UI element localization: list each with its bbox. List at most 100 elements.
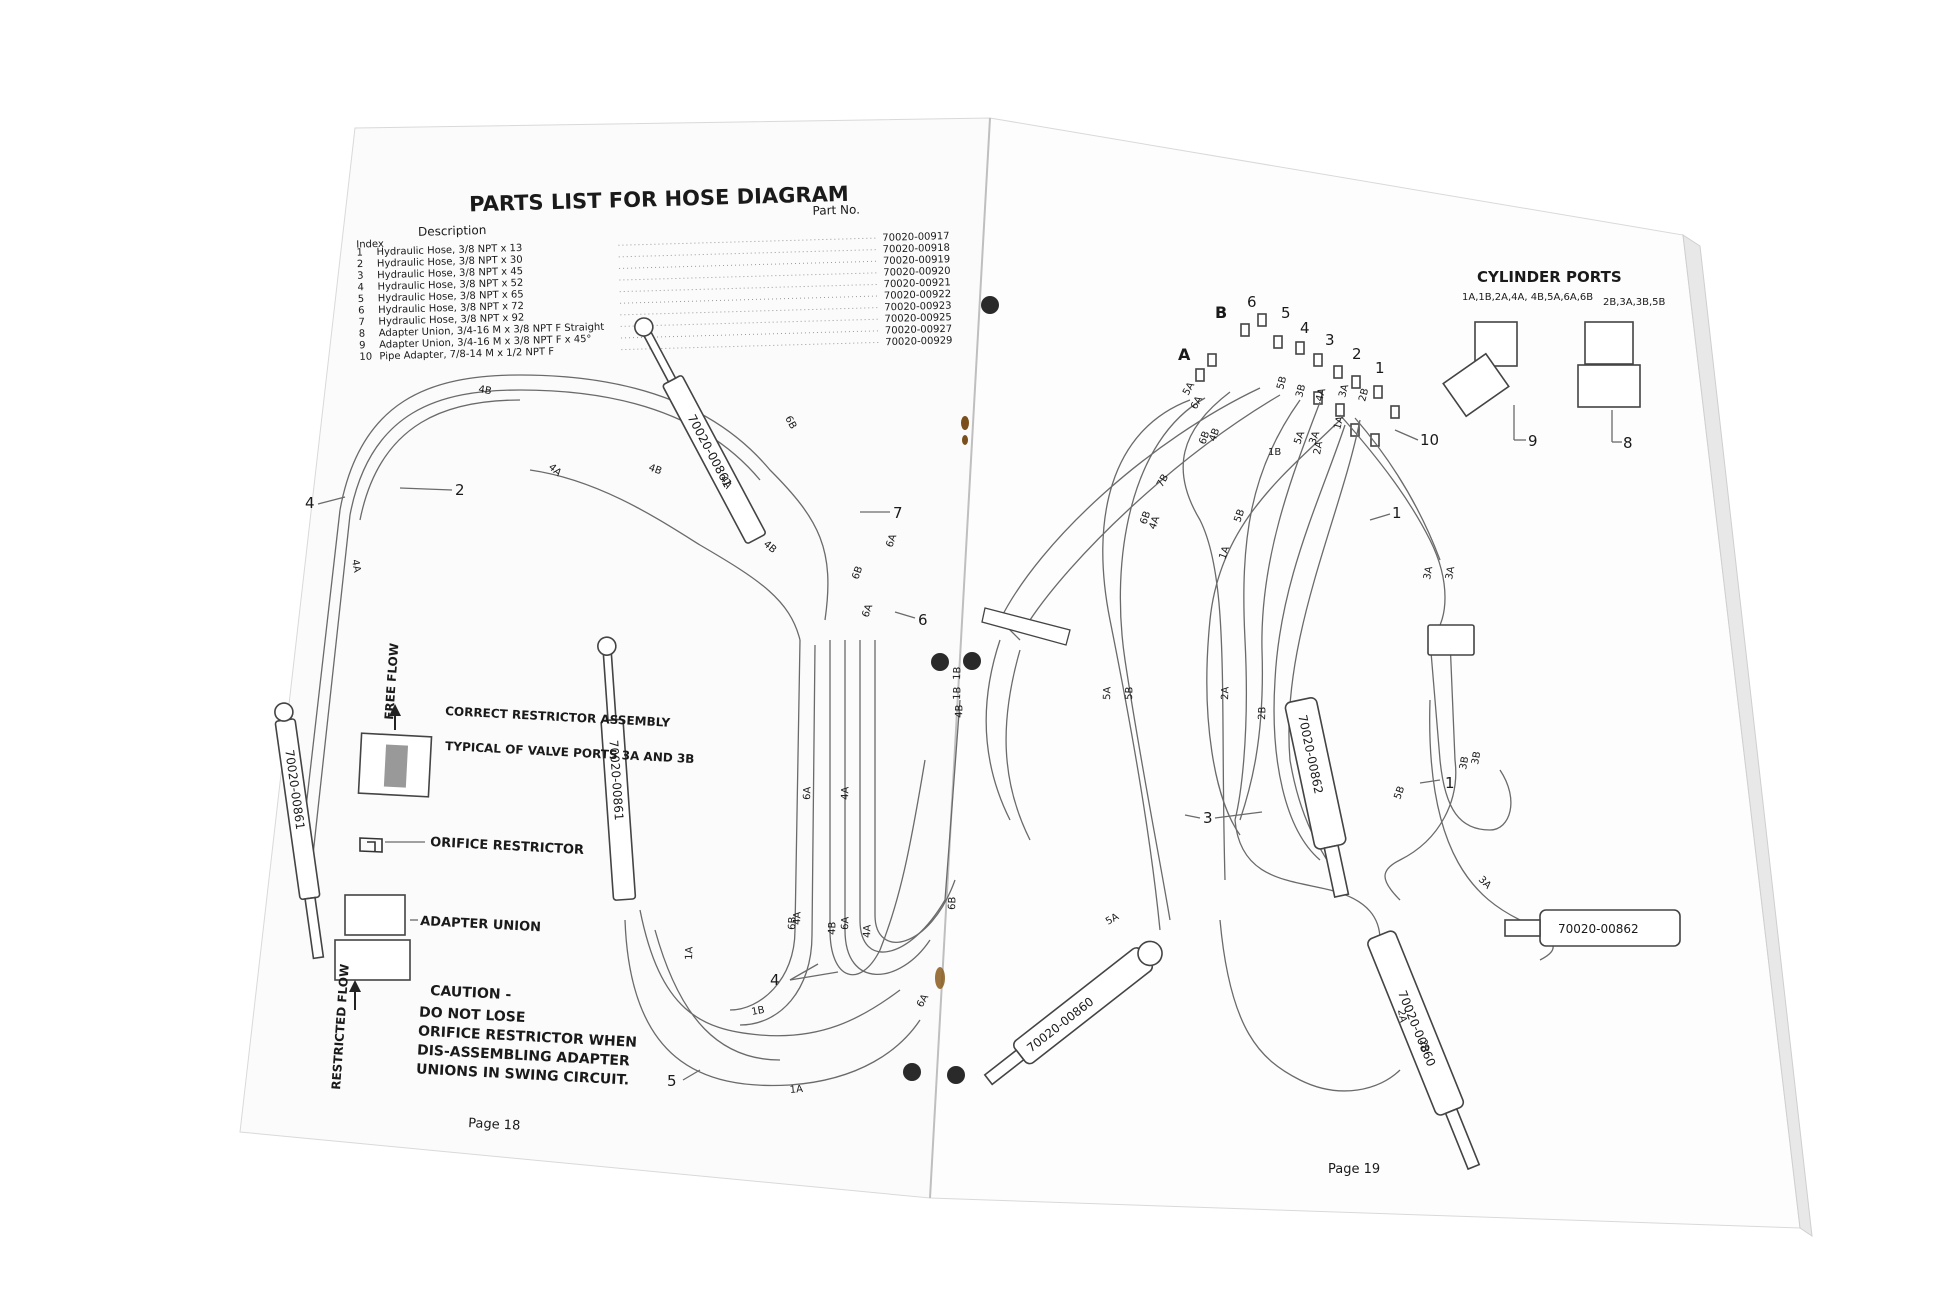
leader-dots <box>620 318 881 327</box>
page-number-left: Page 18 <box>468 1116 521 1134</box>
callout-3: 3 <box>1203 809 1213 827</box>
page-stain-icon <box>961 416 969 430</box>
hose-tag: 4A <box>1147 515 1162 531</box>
restrictor-core-icon <box>383 744 409 788</box>
parts-row-part-no: 70020-00917 <box>882 231 950 244</box>
hose-tag: 1A <box>1332 415 1346 431</box>
callout-2: 2 <box>455 481 465 499</box>
adapter-union-icon <box>344 894 406 936</box>
parts-row-index: 3 <box>357 271 364 282</box>
hose-tag: 4B <box>647 462 663 477</box>
hose-fitting-icon <box>1335 403 1345 417</box>
hose-tag: 3A <box>1422 565 1435 580</box>
parts-row-index: 2 <box>357 259 364 270</box>
hose-fitting-icon <box>1390 405 1400 419</box>
valve-bank: A B 6 5 4 3 2 1 <box>1178 293 1400 447</box>
hose-tag: 6B <box>1197 430 1212 446</box>
cylinder-tag: 70020-00861 <box>606 739 626 820</box>
hose-tag: 2B <box>1417 1039 1430 1054</box>
adapter-union-straight-icon <box>1577 321 1641 408</box>
leader-dots <box>619 260 880 269</box>
hose-tag: 6A <box>802 786 813 800</box>
leader-dots <box>618 237 879 246</box>
adapter-union-45-icon <box>1442 321 1518 418</box>
hose-tag: 6B <box>787 916 798 930</box>
hose-tag: 6A <box>860 603 875 619</box>
hose-clamp-bracket-icon <box>981 607 1071 646</box>
cylinder-tag: 70020-00862 <box>1558 922 1639 936</box>
parts-row-part-no: 70020-00922 <box>884 289 952 302</box>
parts-row-description: Hydraulic Hose, 3/8 NPT x 45 <box>377 266 523 281</box>
orifice-restrictor-icon <box>359 837 383 853</box>
hose-tag: 3B <box>1294 383 1308 399</box>
valve-number-5: 5 <box>1281 304 1291 322</box>
header-part-no: Part No. <box>812 203 860 218</box>
valve-letter-a: A <box>1178 345 1191 364</box>
parts-row-description: Hydraulic Hose, 3/8 NPT x 30 <box>377 255 523 270</box>
hose-tag: 3B <box>1470 750 1483 765</box>
hose-fitting-icon <box>1333 365 1343 379</box>
hose-fitting-icon <box>1373 385 1383 399</box>
header-description: Description <box>418 223 487 239</box>
hose-tag: 4A <box>1314 387 1328 403</box>
hose-tag: 6B <box>850 565 865 581</box>
hose-tag: 5B <box>1275 375 1289 391</box>
parts-row-index: 7 <box>358 317 365 328</box>
leader-dots <box>618 249 879 258</box>
parts-row-part-no: 70020-00923 <box>884 301 952 314</box>
page-edge-stack <box>1682 234 1813 1238</box>
hose-fitting-icon <box>1195 368 1205 382</box>
binder-hole-icon <box>981 296 999 314</box>
valve-number-4: 4 <box>1300 319 1310 337</box>
hose-tag: 1B <box>751 1005 766 1018</box>
leader-dots <box>620 307 881 316</box>
hose-fitting-icon <box>1370 433 1380 447</box>
parts-row-part-no: 70020-00929 <box>885 335 953 348</box>
right-page-sheet <box>929 117 1801 1229</box>
leader-dots <box>619 272 880 281</box>
parts-row-index: 8 <box>359 329 366 340</box>
hose-tag: 4A <box>792 911 803 925</box>
parts-row-description: Hydraulic Hose, 3/8 NPT x 92 <box>378 313 524 328</box>
hose-tag: 1A <box>1217 545 1232 561</box>
caution-title: CAUTION - <box>430 983 512 1003</box>
hose-tag: 4B <box>477 384 492 397</box>
hose-tag: 4B <box>827 921 838 935</box>
parts-row-part-no: 70020-00918 <box>883 243 951 256</box>
free-flow-label: FREE FLOW <box>382 643 401 721</box>
parts-row-description: Hydraulic Hose, 3/8 NPT x 52 <box>377 278 523 293</box>
hose-tag: 2A <box>1220 686 1231 700</box>
parts-row-part-no: 70020-00925 <box>884 312 952 325</box>
callout-4: 4 <box>305 494 315 512</box>
hose-tag: 1B <box>952 666 963 680</box>
hose-tag: 4A <box>862 924 873 938</box>
binder-hole-icon <box>963 652 981 670</box>
hose-fitting-icon <box>1350 423 1360 437</box>
parts-row-index: 1 <box>356 247 363 258</box>
hose-tag: 3A <box>1444 565 1457 580</box>
leader-dots <box>621 341 882 351</box>
parts-row-description: Hydraulic Hose, 3/8 NPT x 72 <box>378 301 524 316</box>
hose-fitting-icon <box>1351 375 1361 389</box>
hose-tag: 2A <box>1395 1009 1408 1024</box>
callout-1-lower: 1 <box>1445 774 1455 792</box>
hose-tag: 3A <box>1337 383 1351 399</box>
hose-tag: 2B <box>1257 706 1268 720</box>
parts-row-description: Hydraulic Hose, 3/8 NPT x 65 <box>378 289 524 304</box>
book-spine <box>929 117 991 1199</box>
binder-hole-icon <box>931 653 949 671</box>
hose-tag: 1A <box>789 1084 803 1096</box>
hose-fitting-icon <box>1313 391 1323 405</box>
hose-tag: 6B <box>947 896 958 910</box>
valve-number-2: 2 <box>1352 345 1362 363</box>
adapter-union-nut-icon <box>334 939 411 981</box>
page-stain-icon <box>935 967 945 989</box>
arrow-head-icon <box>349 980 361 992</box>
parts-row-index: 4 <box>357 282 364 293</box>
left-callouts: 4 2 7 6 4 5 <box>305 481 928 1090</box>
hose-tag: 4A <box>840 786 851 800</box>
callout-6: 6 <box>918 611 928 629</box>
hose-tag: 5B <box>1392 785 1407 801</box>
